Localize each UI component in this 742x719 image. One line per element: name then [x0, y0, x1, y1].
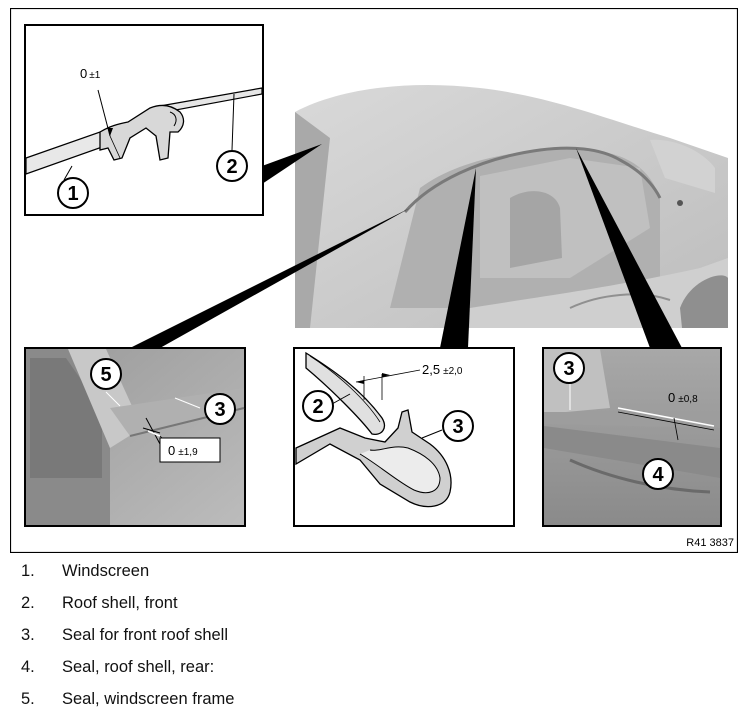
legend-text: Seal, windscreen frame	[62, 690, 235, 708]
leader-wedge-middle	[440, 168, 476, 348]
legend-text: Seal, roof shell, rear:	[62, 658, 215, 676]
callout-3-profile: 3	[442, 410, 474, 442]
svg-text:5: 5	[100, 364, 111, 386]
detail-windscreen-frame	[24, 347, 246, 527]
legend-number: 5.	[21, 690, 35, 708]
leader-wedge-left	[130, 208, 410, 348]
svg-text:4: 4	[652, 464, 664, 486]
svg-text:1: 1	[67, 183, 78, 205]
legend-number: 4.	[21, 658, 35, 676]
detail-seal-profile	[293, 347, 515, 527]
tolerance-seal-profile: 2,5±2,0	[422, 362, 463, 377]
tolerance-windscreen-frame: 0±1,9	[168, 443, 198, 458]
legend-number: 2.	[21, 594, 35, 612]
callout-2-top: 2	[216, 150, 248, 182]
svg-text:2: 2	[312, 396, 323, 418]
callout-2-profile: 2	[302, 390, 334, 422]
svg-text:3: 3	[452, 416, 463, 438]
callout-5-frame: 5	[90, 358, 122, 390]
tolerance-top: 0±1	[80, 66, 101, 81]
legend-number: 3.	[21, 626, 35, 644]
legend-text: Windscreen	[62, 562, 150, 580]
callout-3-rear: 3	[553, 352, 585, 384]
legend-text: Roof shell, front	[62, 594, 178, 612]
tolerance-rear: 0±0,8	[668, 390, 698, 405]
svg-text:2: 2	[226, 156, 237, 178]
callout-4-rear: 4	[642, 458, 674, 490]
technical-illustration: 0±1 1 2 0±1,9 5 3	[10, 8, 738, 553]
callout-1-top: 1	[57, 177, 89, 209]
legend-number: 1.	[21, 562, 35, 580]
leader-wedge-top	[262, 144, 322, 184]
figure-reference-code: R41 3837	[686, 537, 734, 549]
car-photo	[295, 85, 728, 328]
svg-text:3: 3	[214, 399, 225, 421]
callout-3-frame: 3	[204, 393, 236, 425]
legend-text: Seal for front roof shell	[62, 626, 228, 644]
leader-wedge-right	[576, 148, 682, 348]
svg-text:3: 3	[563, 358, 574, 380]
